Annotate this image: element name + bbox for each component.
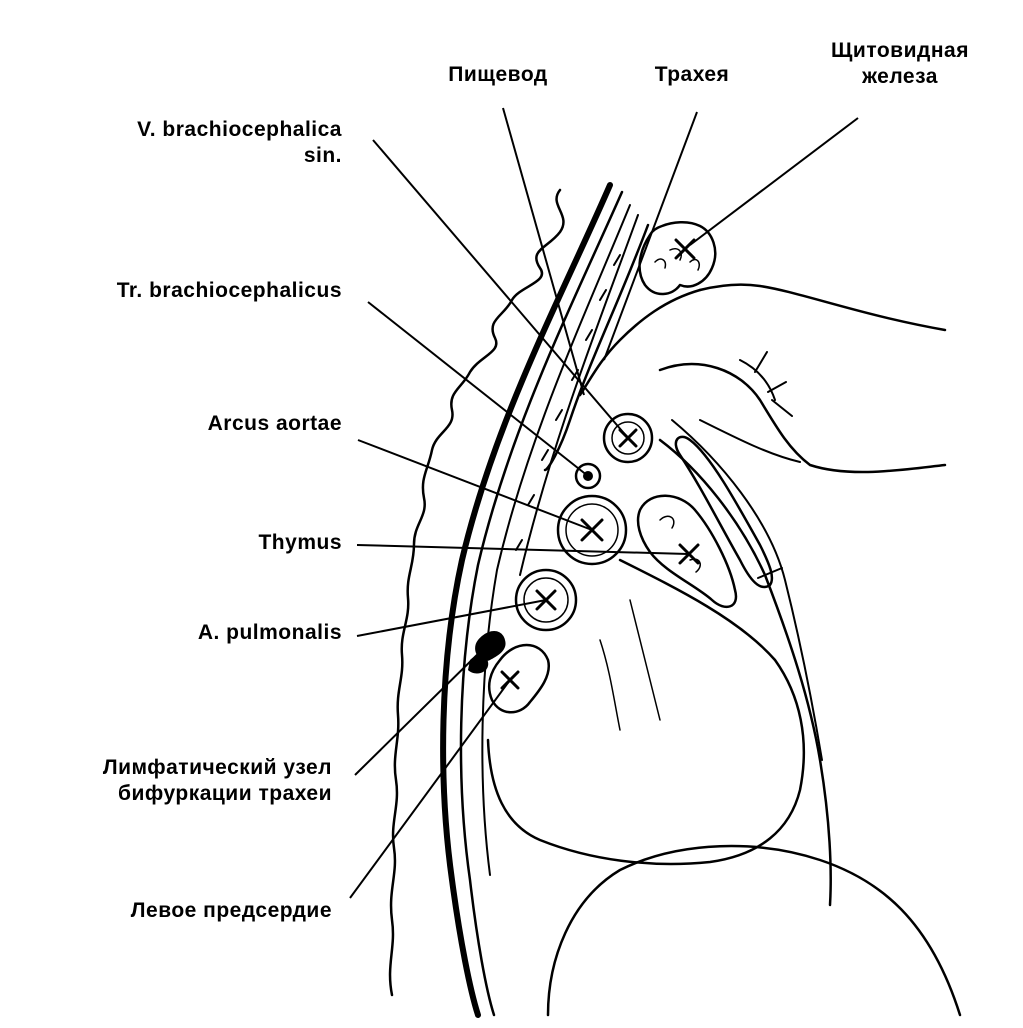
label-esophagus: Пищевод [448, 63, 548, 86]
rib-upper [658, 362, 947, 474]
thymus-oval [636, 494, 738, 609]
leader-arcus-aortae [357, 439, 593, 531]
leader-left-atrium [349, 679, 511, 899]
leader-a-pulmonalis [356, 599, 547, 637]
label-thyroid-2: железа [862, 65, 938, 88]
label-thymus: Thymus [258, 531, 342, 554]
vertebral-contour [388, 188, 565, 997]
diaphragm-dome [546, 844, 962, 1017]
sternum-body [658, 438, 832, 907]
label-tr-brachio: Tr. brachiocephalicus [116, 279, 342, 302]
costal-cartilage [674, 435, 774, 589]
rib-upper-inner [699, 419, 801, 463]
sternum-outline [698, 283, 947, 332]
leader-v-brachio [372, 139, 629, 439]
sternum-body-inner [671, 419, 823, 761]
leader-thymus [356, 544, 689, 555]
label-a-pulmonalis: A. pulmonalis [197, 621, 342, 644]
trachea-wall [543, 223, 650, 472]
label-lymph-2: бифуркации трахеи [118, 782, 332, 805]
posterior-wall-line-1 [440, 182, 613, 1018]
label-v-brachio-2: sin. [303, 144, 342, 167]
leader-esophagus [502, 107, 585, 396]
heart-ventricle [486, 558, 806, 866]
leader-trachea [603, 111, 698, 361]
leader-thyroid [689, 117, 859, 246]
label-v-brachio-1: V. brachiocephalica [137, 118, 342, 141]
label-thyroid-1: Щитовидная [831, 39, 969, 62]
label-left-atrium: Левое предсердие [130, 899, 332, 922]
vessel-branches [739, 351, 793, 417]
label-lymph-1: Лимфатический узел [102, 756, 332, 779]
label-trachea: Трахея [654, 63, 730, 86]
leader-lines [349, 107, 859, 899]
heart-inner-1 [599, 599, 661, 731]
leader-tr-brachio [367, 301, 589, 477]
lymph-node-shape [468, 631, 506, 674]
posterior-wall-line-3 [481, 204, 631, 876]
esophagus-wall [519, 214, 639, 576]
sternum-outline-2 [578, 288, 702, 397]
posterior-wall-line-2 [459, 190, 624, 1017]
label-arcus-aortae: Arcus aortae [207, 412, 342, 435]
leader-lymph-node [354, 647, 485, 776]
